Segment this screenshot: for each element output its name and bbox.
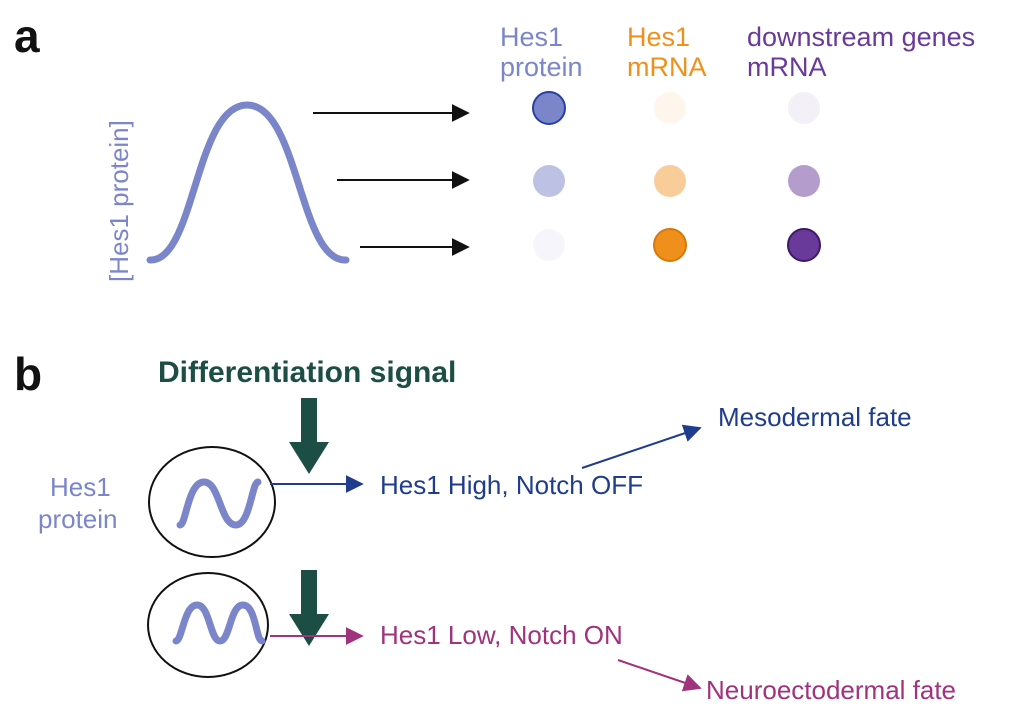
dot-downstream-row-2 — [788, 165, 820, 197]
high-state-label: Hes1 High, Notch OFF — [380, 470, 643, 500]
cell-label-line2: protein — [38, 504, 118, 534]
arrow-to-neuroectodermal-fate — [617, 659, 702, 692]
dot-protein-row-3 — [533, 229, 565, 261]
column-header-hes1-mrna: Hes1 mRNA — [627, 22, 707, 82]
cell-label-line1: Hes1 — [50, 472, 111, 502]
hes1-oscillation-low-wave — [172, 601, 266, 645]
cell-low-ellipse — [147, 572, 269, 678]
column-header-line1: downstream genes — [747, 22, 975, 52]
column-header-line2: mRNA — [747, 52, 827, 82]
dot-mrna-row-2 — [654, 165, 686, 197]
dot-downstream-row-1 — [788, 92, 820, 124]
column-header-line2: mRNA — [627, 52, 707, 82]
signal-arrow-top — [289, 398, 329, 474]
dot-mrna-row-3 — [653, 228, 687, 262]
column-header-hes1-protein: Hes1 protein — [500, 22, 583, 82]
y-axis-label: [Hes1 protein] — [104, 120, 134, 282]
mesodermal-fate-label: Mesodermal fate — [718, 402, 912, 432]
dot-protein-row-2 — [533, 165, 565, 197]
dot-mrna-row-1 — [654, 92, 686, 124]
panel-b-label: b — [14, 348, 42, 400]
dot-downstream-row-3 — [787, 228, 821, 262]
hes1-oscillation-high-wave — [176, 478, 262, 529]
column-header-line2: protein — [500, 52, 583, 82]
column-header-line1: Hes1 — [500, 22, 563, 52]
hes1-protein-peak-curve — [146, 101, 350, 264]
cell-high-ellipse — [148, 446, 276, 558]
dot-protein-row-1 — [532, 91, 566, 125]
arrow-to-mesodermal-fate — [581, 424, 702, 469]
panel-a-label: a — [14, 10, 40, 62]
differentiation-signal-label: Differentiation signal — [158, 356, 456, 389]
column-header-line1: Hes1 — [627, 22, 690, 52]
neuroectodermal-fate-label: Neuroectodermal fate — [706, 675, 956, 705]
expression-dots — [532, 91, 821, 262]
cell-label: Hes1 protein — [38, 472, 118, 534]
signal-arrow-bottom — [289, 570, 329, 646]
low-state-label: Hes1 Low, Notch ON — [380, 620, 623, 650]
column-header-downstream-genes: downstream genes mRNA — [747, 22, 975, 82]
